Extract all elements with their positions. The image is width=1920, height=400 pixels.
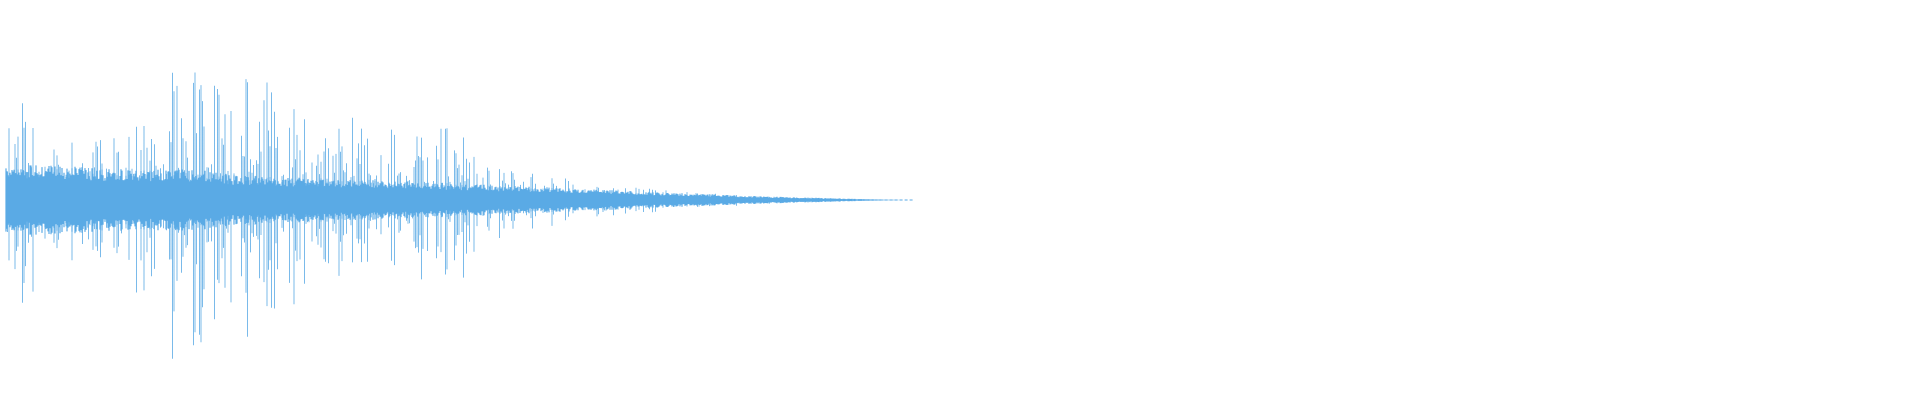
waveform-transients xyxy=(5,72,913,359)
waveform-transient-path xyxy=(5,72,892,359)
